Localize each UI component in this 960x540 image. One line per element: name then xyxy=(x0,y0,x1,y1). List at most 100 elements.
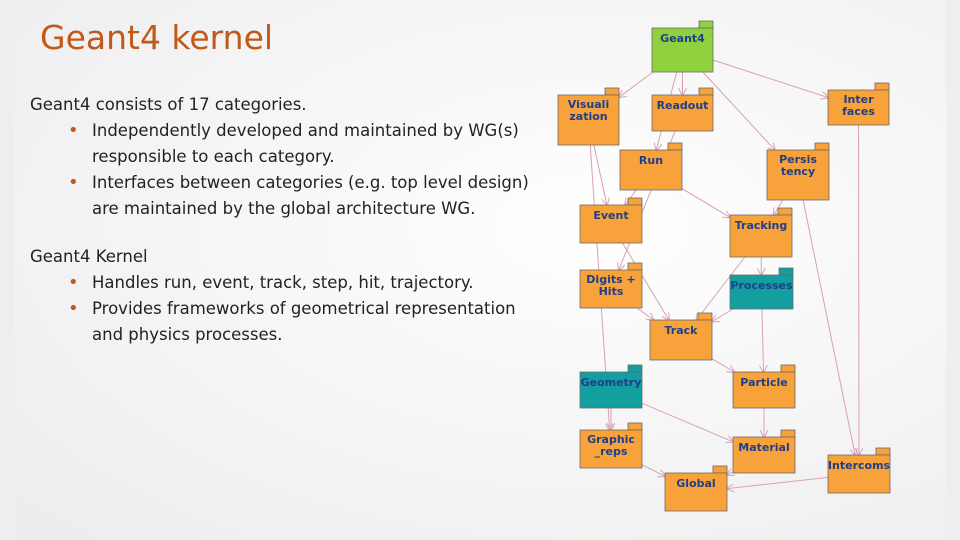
package-geometry: Geometry xyxy=(579,364,643,409)
bullet-line: responsible to each category. xyxy=(92,147,335,166)
package-body xyxy=(729,214,793,258)
section-heading-categories: Geant4 consists of 17 categories. xyxy=(30,95,307,114)
section-heading-kernel: Geant4 Kernel xyxy=(30,247,148,266)
package-label: Particle xyxy=(740,376,787,389)
package-label: faces xyxy=(842,105,875,118)
package-tab xyxy=(697,312,713,321)
bullet-item: • Provides frameworks of geometrical rep… xyxy=(30,296,540,348)
package-digits-hits: Digits +Hits xyxy=(579,262,643,309)
dependency-arrow-run-to-tracking xyxy=(681,188,730,218)
package-run: Run xyxy=(619,142,683,191)
package-body xyxy=(766,149,830,201)
package-body xyxy=(579,429,643,469)
bullet-list-kernel: • Handles run, event, track, step, hit, … xyxy=(30,270,540,348)
package-label: Digits + xyxy=(586,273,635,286)
dependency-arrow-event-to-track xyxy=(622,242,668,320)
dependency-arrow-track-to-particle xyxy=(711,358,734,372)
package-tab xyxy=(627,364,643,373)
slide-title: Geant4 kernel xyxy=(40,18,274,57)
package-material: Material xyxy=(732,429,796,474)
bullet-dot-icon: • xyxy=(68,272,79,293)
bullet-dot-icon: • xyxy=(68,120,79,141)
package-body xyxy=(619,149,683,191)
dependency-arrow-processes-to-particle xyxy=(762,308,764,372)
package-label: Track xyxy=(665,324,699,337)
dependency-arrow-material-to-global xyxy=(727,472,733,475)
package-body xyxy=(827,89,890,126)
package-label: Graphic xyxy=(587,433,635,446)
bullet-line: and physics processes. xyxy=(92,325,283,344)
package-tab xyxy=(814,142,830,151)
package-tab xyxy=(627,422,643,431)
slide-body: Geant4 consists of 17 categories. • Inde… xyxy=(30,92,540,348)
package-label: _reps xyxy=(595,445,628,458)
bullet-line: Independently developed and maintained b… xyxy=(92,121,519,140)
bullet-item: • Handles run, event, track, step, hit, … xyxy=(30,270,540,296)
package-label: Material xyxy=(738,441,789,454)
dependency-arrow-graphic-reps-to-global xyxy=(641,464,665,477)
dependency-arrow-persistency-to-intercoms xyxy=(802,199,855,455)
package-body xyxy=(732,371,796,409)
package-event: Event xyxy=(579,197,643,244)
package-body xyxy=(729,274,794,310)
package-body xyxy=(827,454,891,494)
bullet-line: Handles run, event, track, step, hit, tr… xyxy=(92,273,474,292)
dependency-arrow-digits-hits-to-track xyxy=(636,307,653,320)
package-label: Visuali xyxy=(568,98,609,111)
bullet-item: • Interfaces between categories (e.g. to… xyxy=(30,170,540,222)
bullet-dot-icon: • xyxy=(68,172,79,193)
package-tab xyxy=(778,267,794,276)
package-tab xyxy=(667,142,683,151)
package-body xyxy=(651,27,714,73)
package-tab xyxy=(780,429,796,438)
dependency-arrow-geant4-to-interfaces xyxy=(712,59,828,98)
dependency-arrow-geometry-to-material xyxy=(641,402,733,442)
bullet-line: Interfaces between categories (e.g. top … xyxy=(92,173,529,192)
package-label: Event xyxy=(593,209,628,222)
package-tab xyxy=(780,364,796,373)
package-label: zation xyxy=(569,110,607,123)
bullet-list-categories: • Independently developed and maintained… xyxy=(30,118,540,222)
package-body xyxy=(651,94,714,132)
package-body xyxy=(579,269,643,309)
bullet-line: Provides frameworks of geometrical repre… xyxy=(92,299,516,318)
package-tab xyxy=(604,87,620,96)
package-tab xyxy=(874,82,890,91)
package-graphic-reps: Graphic_reps xyxy=(579,422,643,469)
package-body xyxy=(649,319,713,361)
package-label: Readout xyxy=(657,99,709,112)
package-label: Tracking xyxy=(735,219,787,232)
package-tab xyxy=(875,447,891,456)
package-body xyxy=(664,472,728,512)
dependency-arrow-geant4-to-persistency xyxy=(702,71,775,150)
package-tab xyxy=(627,262,643,271)
package-tab xyxy=(698,87,714,96)
bullet-line: are maintained by the global architectur… xyxy=(92,199,476,218)
package-global: Global xyxy=(664,465,728,512)
package-body xyxy=(557,94,620,146)
package-label: Processes xyxy=(730,279,793,292)
bullet-item: • Independently developed and maintained… xyxy=(30,118,540,170)
package-particle: Particle xyxy=(732,364,796,409)
dependency-arrow-tracking-to-track xyxy=(696,256,746,320)
package-track: Track xyxy=(649,312,713,361)
package-intercoms: Intercoms xyxy=(827,447,891,494)
package-label: Hits xyxy=(599,285,624,298)
package-label: Geometry xyxy=(581,376,642,389)
package-label: Global xyxy=(676,477,715,490)
package-processes: Processes xyxy=(729,267,794,310)
dependency-arrow-persistency-to-tracking xyxy=(774,199,784,215)
dependency-arrow-intercoms-to-global xyxy=(727,476,829,488)
bullet-dot-icon: • xyxy=(68,298,79,319)
dependency-arrow-run-to-event xyxy=(625,189,637,205)
package-tab xyxy=(712,465,728,474)
package-tab xyxy=(777,207,793,216)
package-interfaces: Interfaces xyxy=(827,82,890,126)
dependency-arrow-visualization-to-event xyxy=(593,144,607,205)
package-geant4: Geant4 xyxy=(651,20,714,73)
package-label: Inter xyxy=(843,93,874,106)
package-label: Intercoms xyxy=(828,459,891,472)
